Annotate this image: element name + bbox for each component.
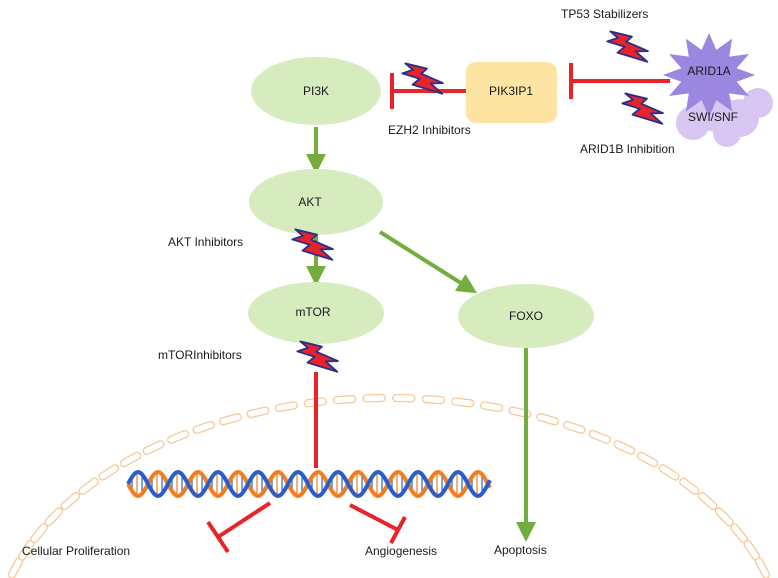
membrane-segment [219, 413, 242, 426]
ezh2-inhibitors-label: EZH2 Inhibitors [388, 123, 471, 137]
membrane-segment [332, 394, 357, 405]
inhibit-arid1a-pik3ip1 [569, 63, 670, 99]
membrane-segment [508, 406, 532, 419]
membrane-segment [192, 420, 215, 434]
membrane-segment [588, 429, 612, 444]
membrane-segment [697, 492, 718, 511]
node-foxo: FOXO [458, 284, 594, 348]
node-akt: AKT [249, 169, 383, 235]
node-swisnf-label: SWI/SNF [688, 110, 738, 124]
node-pik3ip1-label: PIK3IP1 [489, 84, 533, 98]
cellular-proliferation-label: Cellular Proliferation [22, 544, 130, 558]
lightning-bolt-icon [397, 51, 449, 107]
membrane-segment [44, 507, 64, 527]
membrane-segment [563, 420, 586, 434]
membrane-segment [392, 393, 416, 403]
membrane-segment [658, 464, 680, 481]
akt-inhibitors-label: AKT Inhibitors [168, 235, 243, 249]
node-pi3k-label: PI3K [303, 84, 329, 98]
membrane-segment [119, 451, 142, 468]
mtor-inhibitors-label: mTORInhibitors [158, 348, 242, 362]
membrane-segment [60, 492, 81, 511]
arid1a-starburst [662, 33, 756, 117]
membrane-segment [679, 477, 700, 495]
membrane-segment [636, 451, 659, 468]
node-arid1a-label: ARID1A [687, 64, 730, 78]
membrane-segment [78, 477, 99, 495]
node-mtor-label: mTOR [295, 305, 330, 319]
membrane-segment [451, 397, 475, 408]
membrane-segment [246, 406, 270, 419]
arrow-akt-foxo [378, 230, 478, 294]
membrane-segment [754, 557, 771, 578]
nuclear-membrane [7, 393, 771, 578]
inhibit-proliferation [206, 501, 272, 554]
membrane-segment [714, 507, 734, 527]
lightning-bolt-icon [602, 19, 654, 75]
dna-helix [126, 469, 492, 499]
lightning-bolt-icon [617, 81, 669, 137]
membrane-segment [30, 523, 48, 544]
node-foxo-label: FOXO [509, 309, 543, 323]
membrane-segment [421, 394, 446, 405]
inhibit-pik3ip1-pi3k [390, 73, 466, 109]
inhibit-angiogenesis [349, 503, 407, 544]
tp53-stabilizers-label: TP53 Stabilizers [561, 7, 648, 21]
angiogenesis-label: Angiogenesis [365, 544, 437, 558]
membrane-segment [274, 401, 298, 413]
membrane-segment [480, 401, 504, 413]
apoptosis-label: Apoptosis [494, 543, 547, 557]
membrane-segment [362, 393, 386, 403]
node-akt-label: AKT [298, 195, 322, 209]
membrane-segment [166, 429, 190, 444]
membrane-segment [98, 464, 120, 481]
membrane-segment [142, 440, 165, 455]
membrane-segment [613, 440, 636, 455]
membrane-segment [536, 413, 559, 426]
dna-strand-blue [126, 469, 492, 499]
node-pik3ip1: PIK3IP1 [466, 62, 557, 123]
node-pi3k: PI3K [251, 57, 381, 125]
node-mtor: mTOR [248, 282, 384, 344]
arid1b-inhibition-label: ARID1B Inhibition [580, 142, 675, 156]
